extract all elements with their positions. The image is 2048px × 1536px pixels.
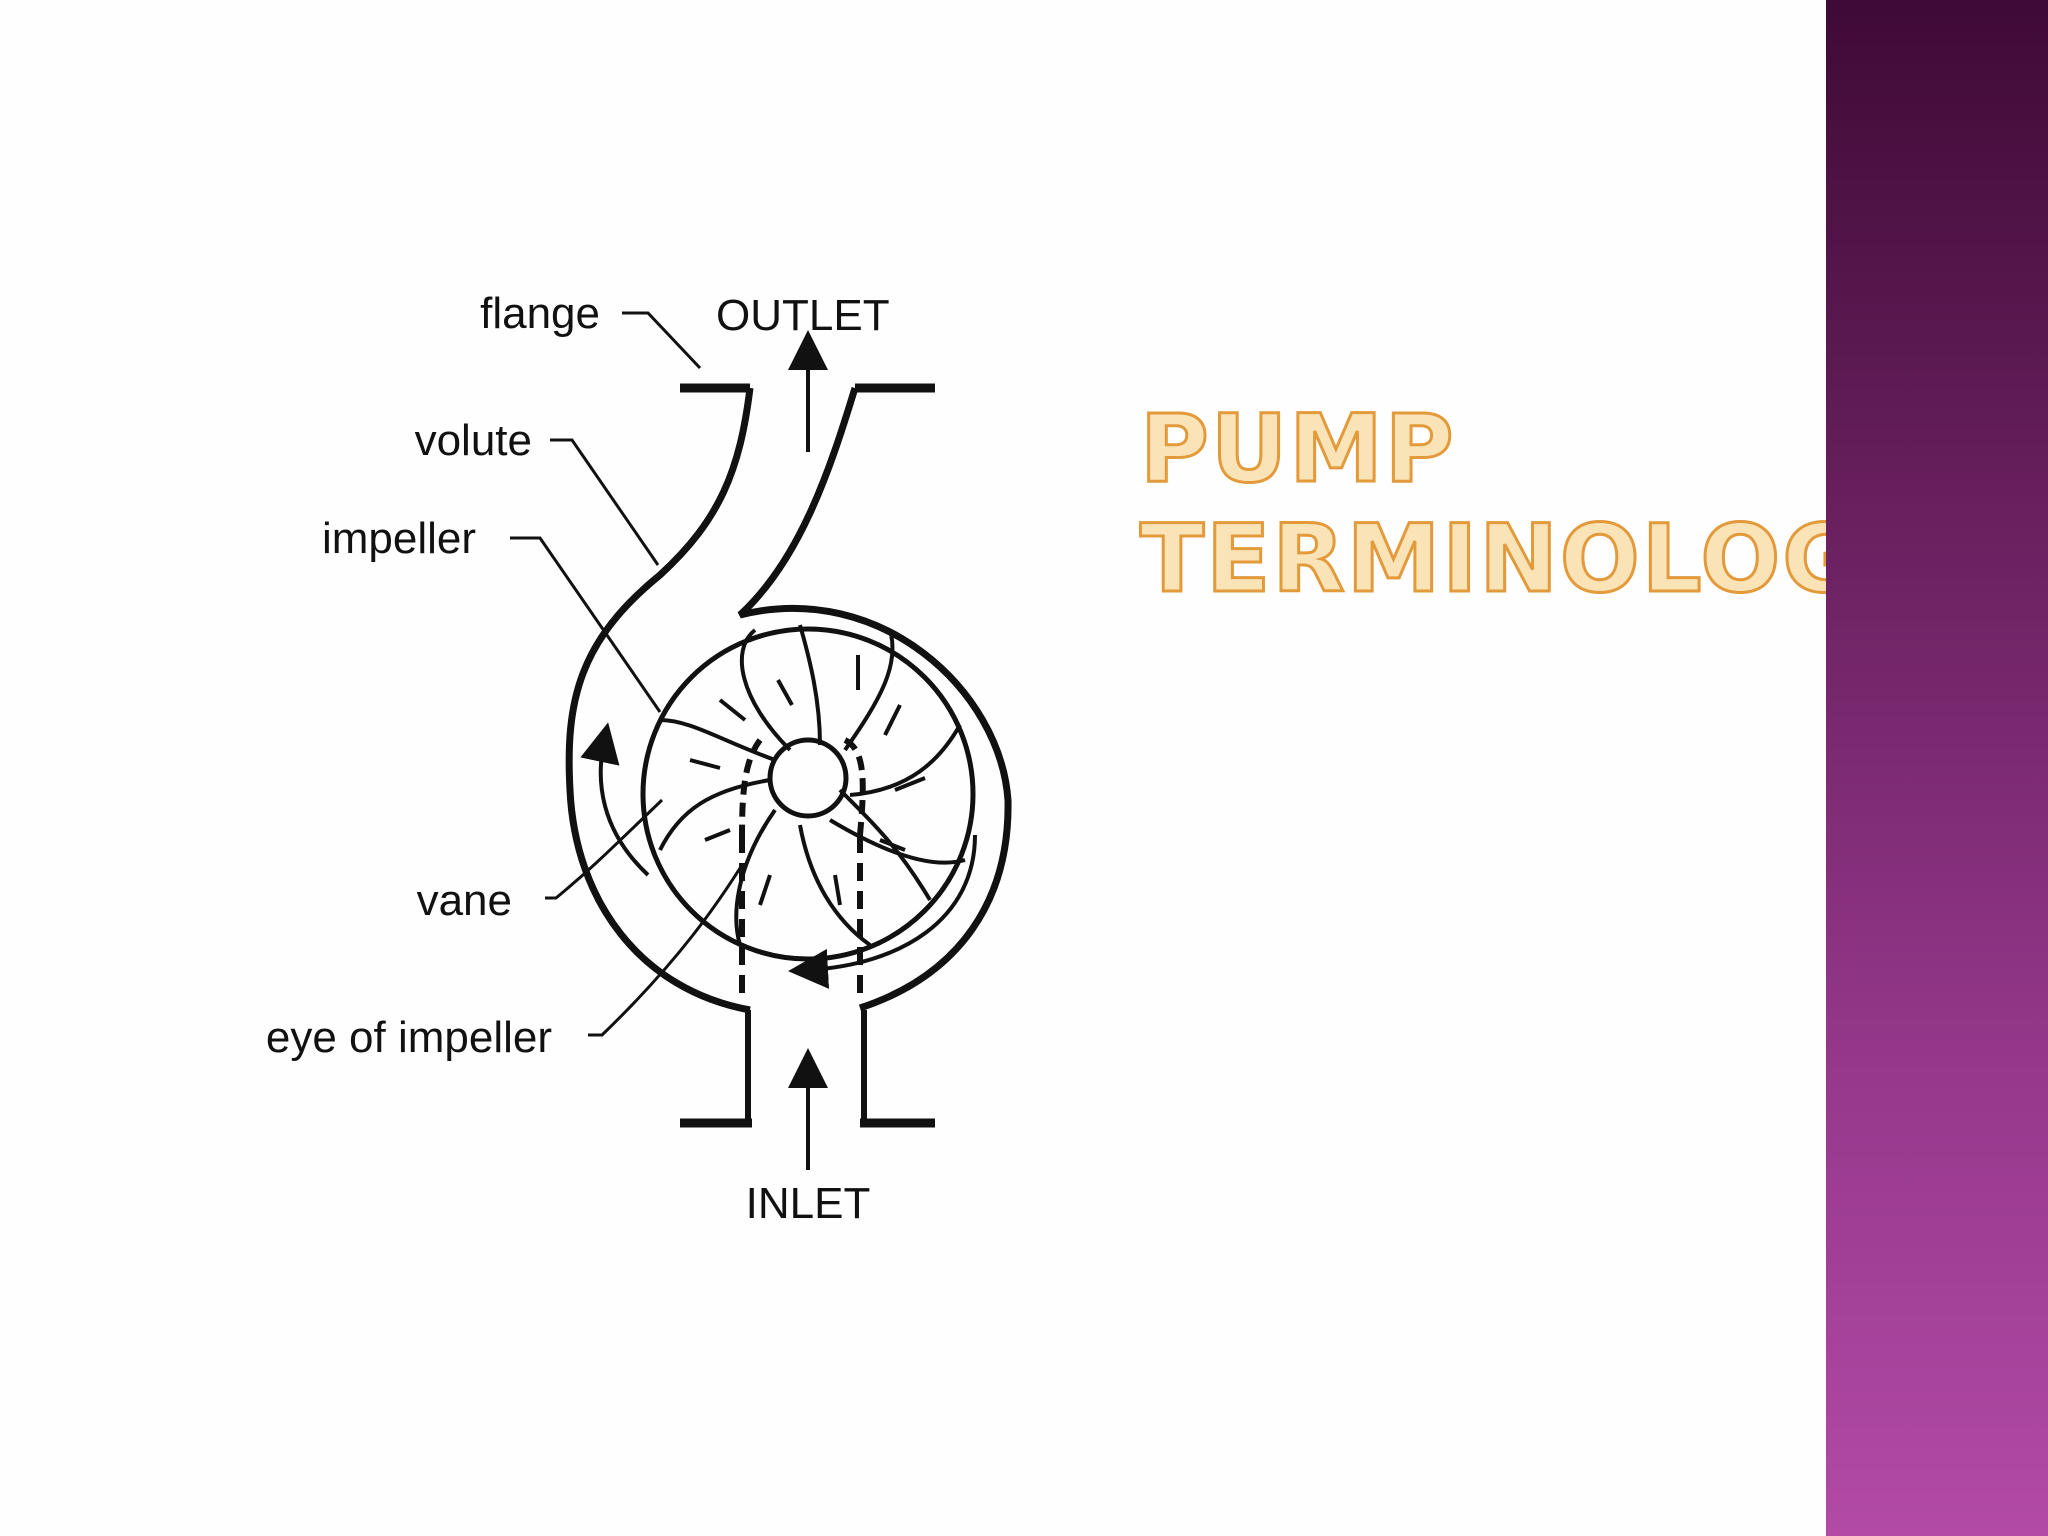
- label-eye-of-impeller: eye of impeller: [266, 1013, 552, 1062]
- label-vane: vane: [417, 876, 512, 925]
- vane-marks: [689, 655, 926, 906]
- slide-title-line-2: Terminology: [1139, 504, 1930, 616]
- inlet-pipe: [739, 737, 867, 1123]
- volute-casing: [565, 386, 1012, 1014]
- slide-title-line-1: Pump: [1139, 394, 1456, 506]
- label-inlet: INLET: [746, 1179, 871, 1228]
- flow-arrows: [580, 330, 977, 1170]
- label-impeller: impeller: [322, 514, 476, 563]
- label-volute: volute: [415, 416, 532, 465]
- impeller-vanes: [658, 624, 966, 947]
- label-outlet: OUTLET: [716, 291, 890, 340]
- pump-diagram: flange OUTLET volute impeller vane eye o…: [266, 289, 1012, 1228]
- label-flange: flange: [480, 289, 600, 338]
- slide-title: Pump Terminology: [1139, 394, 1930, 616]
- decorative-side-band: [1826, 0, 2048, 1536]
- impeller: [640, 626, 976, 962]
- leader-lines: [510, 311, 744, 1037]
